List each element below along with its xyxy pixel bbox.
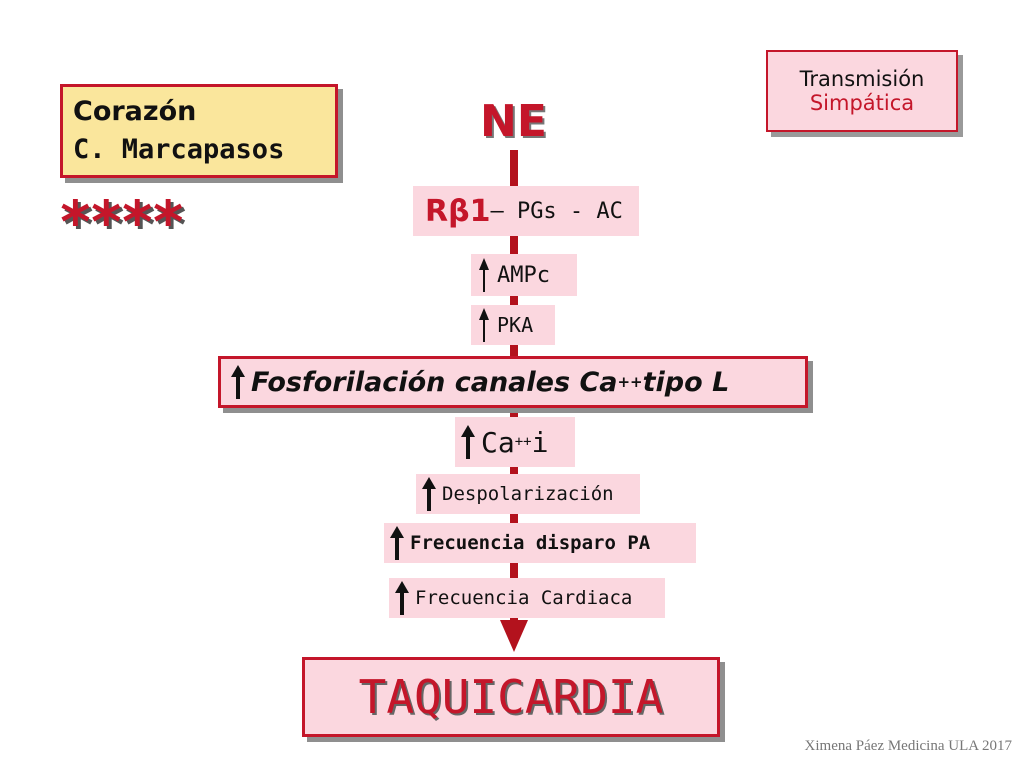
- arrow-up-icon: [390, 526, 404, 560]
- receptor-main: Rβ1: [425, 193, 491, 229]
- transmission-line1: Transmisión: [799, 67, 925, 91]
- result-box: TAQUICARDIA: [302, 657, 720, 737]
- ampc-box: AMPc: [471, 254, 577, 296]
- result-label: TAQUICARDIA: [358, 670, 664, 724]
- transmission-box: Transmisión Simpática: [766, 50, 958, 132]
- pka-box: PKA: [471, 305, 555, 345]
- phosphorylation-label: Fosforilación canales Ca: [251, 366, 618, 398]
- location-line2: C. Marcapasos: [73, 134, 285, 165]
- transmission-line2: Simpática: [809, 91, 915, 115]
- footer-credit: Ximena Páez Medicina ULA 2017: [804, 738, 1012, 754]
- calcium-label: Ca: [481, 425, 515, 459]
- calcium-tail: i: [531, 425, 549, 459]
- ampc-label: AMPc: [497, 262, 550, 288]
- receptor-rest: – PGs - AC: [490, 198, 623, 224]
- depolarization-label: Despolarización: [442, 483, 614, 505]
- calcium-sup: ++: [514, 434, 532, 450]
- heart-rate-label: Frecuencia Cardiaca: [415, 587, 633, 609]
- neurotransmitter-label: NE: [480, 96, 547, 147]
- firing-rate-label: Frecuencia disparo PA: [410, 532, 651, 554]
- location-box: Corazón C. Marcapasos: [60, 84, 338, 178]
- pka-label: PKA: [497, 313, 534, 337]
- receptor-box: Rβ1 – PGs - AC: [413, 186, 639, 236]
- calcium-box: Ca++ i: [455, 417, 575, 467]
- arrow-up-icon: [461, 425, 475, 459]
- pathway-arrowhead: [500, 620, 528, 652]
- stars-rating: ****: [58, 188, 186, 256]
- arrow-up-icon: [422, 477, 436, 511]
- arrow-up-icon: [395, 581, 409, 615]
- phosphorylation-tail: tipo L: [642, 366, 730, 398]
- phosphorylation-box: Fosforilación canales Ca++ tipo L: [218, 356, 808, 408]
- firing-rate-box: Frecuencia disparo PA: [384, 523, 696, 563]
- arrow-up-icon: [477, 258, 491, 292]
- depolarization-box: Despolarización: [416, 474, 640, 514]
- arrow-up-icon: [477, 308, 491, 342]
- location-line1: Corazón: [73, 96, 197, 127]
- heart-rate-box: Frecuencia Cardiaca: [389, 578, 665, 618]
- arrow-up-icon: [231, 365, 245, 399]
- phosphorylation-sup: ++: [617, 373, 643, 391]
